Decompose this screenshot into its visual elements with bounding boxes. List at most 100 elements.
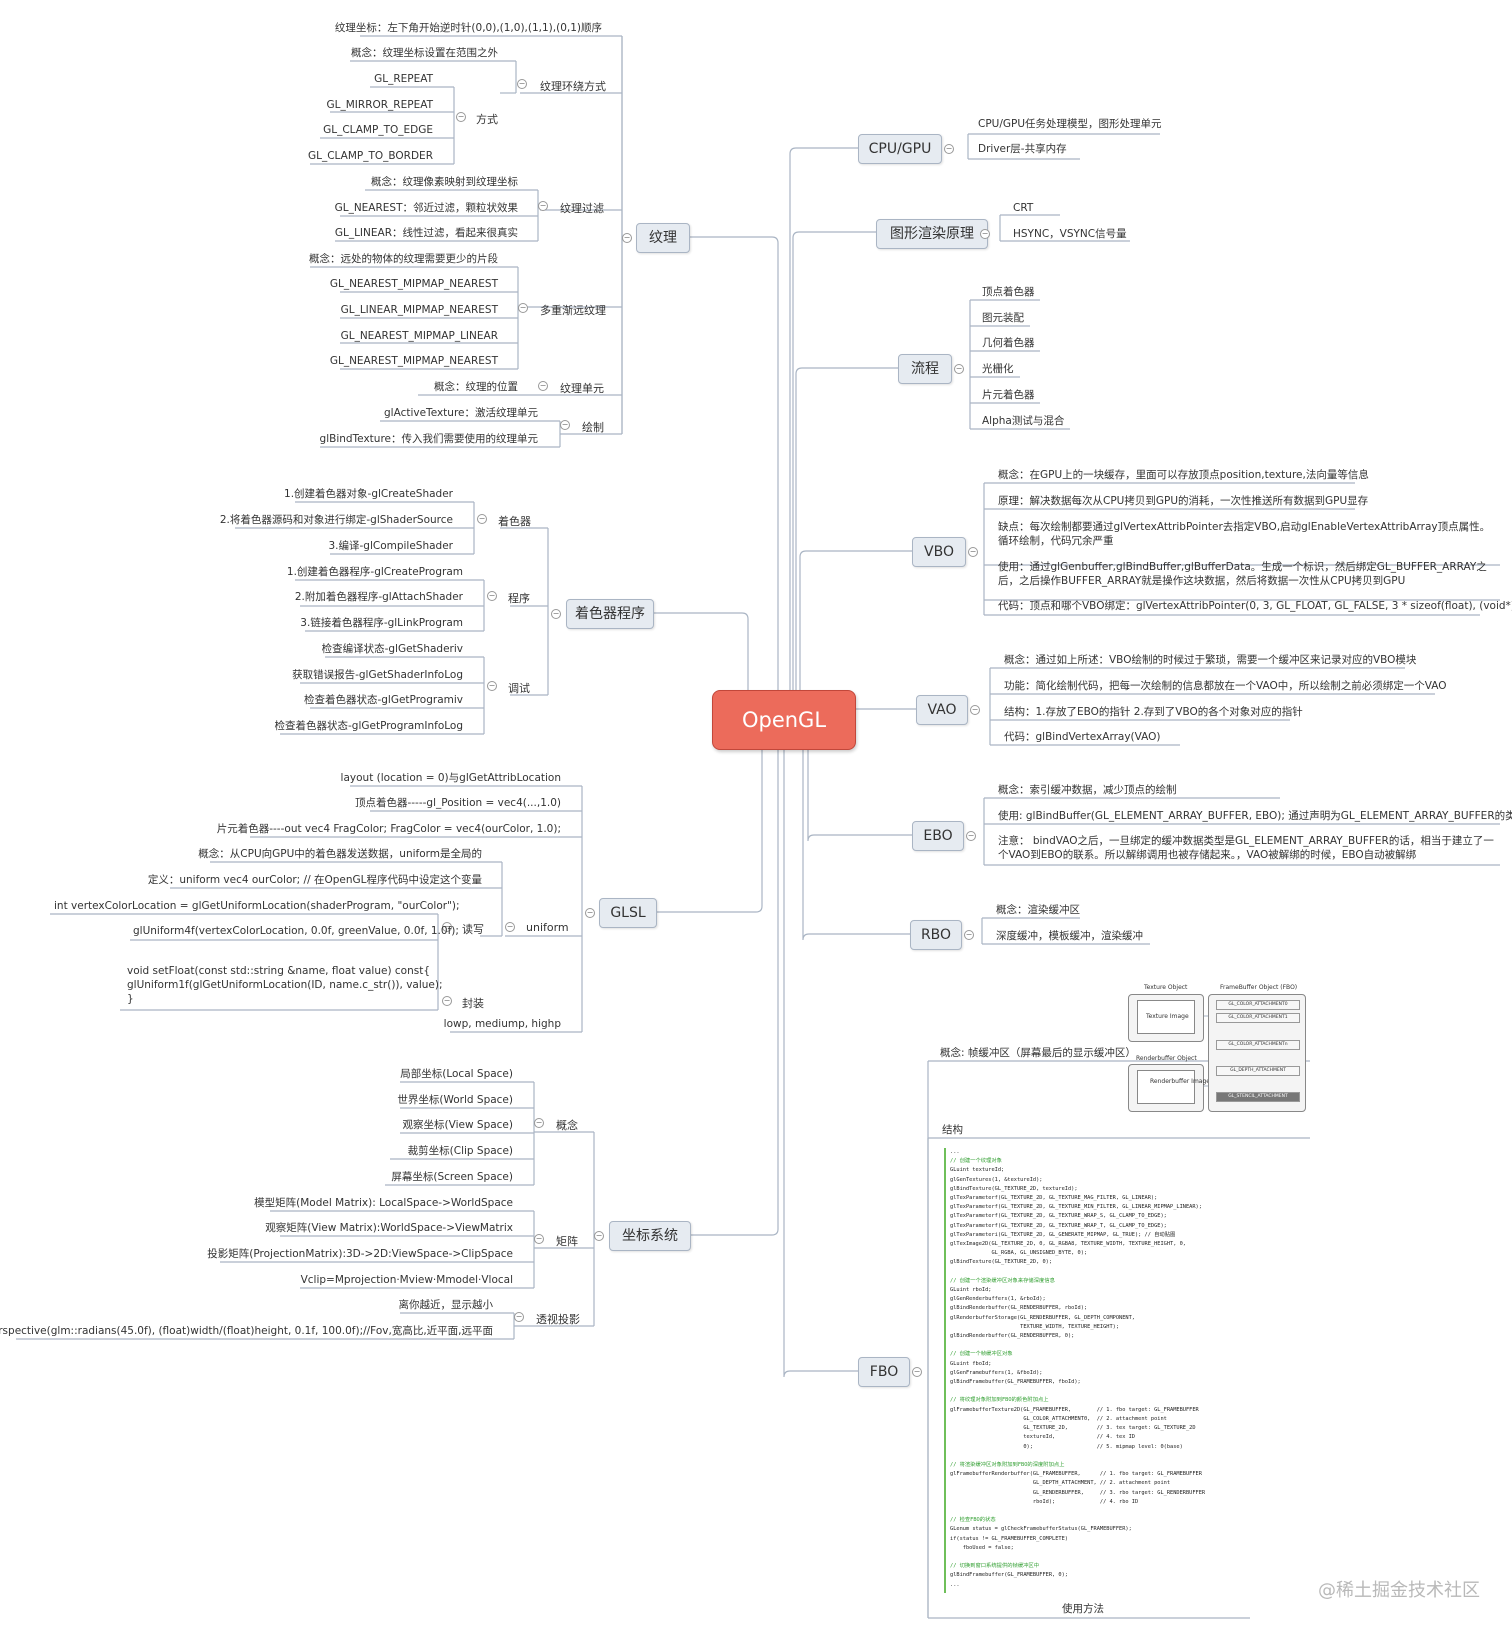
code-line: glTexParameteri(GL_TEXTURE_2D, GL_GENERA… (950, 1231, 1176, 1238)
pipeline-item: 光栅化 (982, 363, 1014, 375)
collapse-toggle-icon[interactable]: − (442, 996, 452, 1006)
coord-concept-item: 局部坐标(Local Space) (400, 1068, 513, 1080)
group-perspective: 透视投影 (536, 1313, 580, 1326)
node-glsl[interactable]: GLSL (599, 898, 657, 928)
collapse-toggle-icon[interactable]: − (966, 831, 976, 841)
group-wrapper: 封装 (462, 997, 484, 1010)
connector (783, 690, 858, 1378)
collapse-toggle-icon[interactable]: − (970, 705, 980, 715)
node-pipeline[interactable]: 流程 (898, 354, 952, 384)
collapse-toggle-icon[interactable]: − (560, 420, 570, 430)
rw-item: glUniform4f(vertexColorLocation, 0.0f, g… (133, 925, 459, 937)
texture-image-label: Texture Image (1146, 1013, 1189, 1020)
rw-item: int vertexColorLocation = glGetUniformLo… (54, 900, 460, 912)
collapse-toggle-icon[interactable]: − (505, 922, 515, 932)
code-line: GL_COLOR_ATTACHMENT0, // 2. attachment p… (950, 1415, 1167, 1422)
node-vao[interactable]: VAO (916, 695, 968, 725)
code-line (950, 1507, 1232, 1516)
code-line: GL_RENDERBUFFER, // 3. rbo target: GL_RE… (950, 1489, 1206, 1496)
rbo-item: 深度缓冲，模板缓冲，渲染缓冲 (996, 930, 1143, 942)
collapse-toggle-icon[interactable]: − (534, 1234, 544, 1244)
collapse-toggle-icon[interactable]: − (487, 591, 497, 601)
node-ebo[interactable]: EBO (912, 821, 964, 851)
code-line: glTexParameterf(GL_TEXTURE_2D, GL_TEXTUR… (950, 1195, 1158, 1202)
collapse-toggle-icon[interactable]: − (518, 303, 528, 313)
shader-item: 3.编译-glCompileShader (328, 540, 453, 552)
code-line (950, 1387, 1232, 1396)
node-rbo[interactable]: RBO (910, 920, 962, 950)
filter-item: GL_NEAREST：邻近过滤，颗粒状效果 (334, 202, 518, 214)
node-shader-program[interactable]: 着色器程序 (566, 599, 654, 629)
node-render-principle[interactable]: 图形渲染原理 (876, 219, 988, 249)
connector (789, 147, 858, 690)
code-line: // 创建一个渲染缓冲区对象来存储深度信息 (950, 1277, 1055, 1284)
debug-item: 检查着色器状态-glGetProgramiv (303, 694, 463, 706)
pipeline-item: 片元着色器 (982, 389, 1035, 401)
node-texture[interactable]: 纹理 (636, 223, 690, 253)
node-cpu-gpu[interactable]: CPU/GPU (858, 134, 942, 164)
collapse-toggle-icon[interactable]: − (964, 930, 974, 940)
shader-item: 2.将着色器源码和对象进行绑定-glShaderSource (219, 514, 453, 526)
code-line (950, 1341, 1232, 1350)
code-line: glTexParameterf(GL_TEXTURE_2D, GL_TEXTUR… (950, 1213, 1167, 1220)
collapse-toggle-icon[interactable]: − (534, 1118, 544, 1128)
matrix-item: 投影矩阵(ProjectionMatrix):3D->2D:ViewSpace-… (207, 1248, 513, 1260)
group-coord-concept: 概念 (556, 1119, 578, 1132)
ebo-item: 注意： bindVAO之后，一旦绑定的缓冲数据类型是GL_ELEMENT_ARR… (998, 835, 1494, 861)
code-line: // 切换到窗口系统提供的帧缓冲区中 (950, 1563, 1040, 1570)
cpu-gpu-item: Driver层-共享内存 (978, 143, 1067, 155)
rbo-item: 概念：渲染缓冲区 (996, 904, 1080, 916)
code-line: GL_RGBA, GL_UNSIGNED_BYTE, 0); (950, 1250, 1088, 1257)
collapse-toggle-icon[interactable]: − (944, 144, 954, 154)
texture-coords: 纹理坐标：左下角开始逆时针(0,0),(1,0),(1,1),(0,1)顺序 (334, 22, 602, 34)
collapse-toggle-icon[interactable]: − (456, 112, 466, 122)
code-line: glBindTexture(GL_TEXTURE_2D, textureId); (950, 1185, 1078, 1192)
code-line: GL_TEXTURE_2D, // 3. tex target: GL_TEXT… (950, 1425, 1196, 1432)
group-program: 程序 (508, 592, 530, 605)
collapse-toggle-icon[interactable]: − (968, 547, 978, 557)
ebo-item: 概念：索引缓冲数据，减少顶点的绘制 (998, 784, 1177, 796)
collapse-toggle-icon[interactable]: − (622, 233, 632, 243)
collapse-toggle-icon[interactable]: − (514, 1312, 524, 1322)
wrap-concept: 概念：纹理坐标设置在范围之外 (351, 47, 498, 59)
collapse-toggle-icon[interactable]: − (585, 908, 595, 918)
node-vbo[interactable]: VBO (912, 537, 966, 567)
program-item: 2.附加着色器程序-glAttachShader (294, 591, 463, 603)
vbo-item: 缺点：每次绘制都要通过glVertexAttribPointer去指定VBO,启… (998, 521, 1491, 547)
node-coords[interactable]: 坐标系统 (609, 1221, 691, 1251)
group-uniform: uniform (526, 921, 569, 934)
code-line: ... (950, 1149, 960, 1155)
code-line: 0); // 5. mipmap level: 0(base) (950, 1443, 1183, 1450)
collapse-toggle-icon[interactable]: − (594, 1231, 604, 1241)
code-line: glTexParameterf(GL_TEXTURE_2D, GL_TEXTUR… (950, 1222, 1167, 1229)
pipeline-item: 图元装配 (982, 312, 1024, 324)
collapse-toggle-icon[interactable]: − (538, 381, 548, 391)
collapse-toggle-icon[interactable]: − (954, 364, 964, 374)
collapse-toggle-icon[interactable]: − (477, 514, 487, 524)
code-line: glGenTextures(1, &textureId); (950, 1176, 1043, 1183)
renderbuffer-image-label: Renderbuffer Image (1150, 1078, 1210, 1085)
group-unit: 纹理单元 (560, 382, 604, 395)
code-line: if(status != GL_FRAMEBUFFER_COMPLETE) (950, 1535, 1068, 1542)
glsl-item: 片元着色器----out vec4 FragColor; FragColor =… (216, 823, 561, 835)
code-line (950, 1268, 1232, 1277)
collapse-toggle-icon[interactable]: − (980, 229, 990, 239)
collapse-toggle-icon[interactable]: − (551, 609, 561, 619)
mip-item: 概念：远处的物体的纹理需要更少的片段 (309, 253, 498, 265)
collapse-toggle-icon[interactable]: − (442, 922, 452, 932)
collapse-toggle-icon[interactable]: − (538, 201, 548, 211)
glsl-item: layout (location = 0)与glGetAttribLocatio… (340, 772, 561, 784)
collapse-toggle-icon[interactable]: − (487, 681, 497, 691)
code-line: // 创建一个纹理对象 (950, 1158, 1002, 1165)
collapse-toggle-icon[interactable]: − (912, 1367, 922, 1377)
mip-item: GL_NEAREST_MIPMAP_LINEAR (340, 330, 498, 342)
group-mipmap: 多重渐远纹理 (540, 304, 606, 317)
root-node[interactable]: OpenGL (712, 690, 856, 750)
collapse-toggle-icon[interactable]: − (517, 79, 527, 89)
matrix-item: 模型矩阵(Model Matrix): LocalSpace->WorldSpa… (254, 1197, 513, 1209)
wrap-code-line: glUniform1f(glGetUniformLocation(ID, nam… (127, 979, 443, 991)
debug-item: 检查编译状态-glGetShaderiv (321, 643, 463, 655)
node-fbo[interactable]: FBO (858, 1357, 910, 1387)
program-item: 3.链接着色器程序-glLinkProgram (300, 617, 463, 629)
